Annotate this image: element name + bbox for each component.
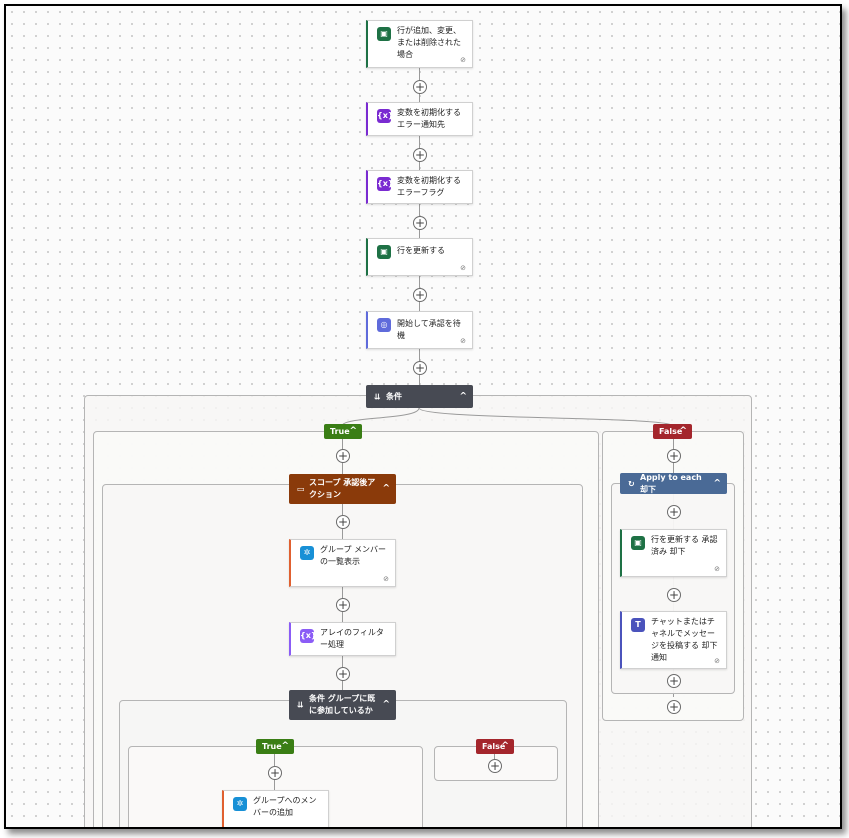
step-title: 変数を初期化する エラーフラグ	[397, 176, 461, 197]
post-message-rejection-card[interactable]: T チャットまたはチャネルでメッセージを投稿する 却下通知 ⊘	[620, 611, 727, 669]
inner-true-branch-badge[interactable]: True ^	[256, 739, 294, 754]
condition-icon: ⇊	[297, 700, 304, 710]
excel-icon: ▣	[631, 536, 645, 550]
step-title: 行を更新する 承認済み 却下	[651, 535, 718, 556]
approval-icon: ◎	[377, 318, 391, 332]
false-branch-badge[interactable]: False ^	[653, 424, 692, 439]
loop-icon: ↻	[628, 479, 635, 488]
condition-title: 条件	[386, 391, 402, 401]
step-title: チャットまたはチャネルでメッセージを投稿する 却下通知	[651, 617, 718, 662]
add-step-icon[interactable]: +	[413, 148, 427, 162]
condition-group-title: 条件 グループに既に参加しているか	[309, 694, 376, 715]
chevron-up-icon[interactable]: ^	[501, 741, 509, 751]
init-variable-error-recipient-card[interactable]: {x} 変数を初期化する エラー通知先	[366, 102, 473, 136]
step-title: 行を更新する	[397, 246, 445, 255]
variable-icon: {x}	[377, 109, 394, 123]
add-step-icon[interactable]: +	[336, 667, 350, 681]
init-variable-error-flag-card[interactable]: {x} 変数を初期化する エラーフラグ	[366, 170, 473, 204]
list-group-members-card[interactable]: ✲ グループ メンバーの一覧表示 ⊘	[289, 539, 396, 587]
link-icon: ⊘	[460, 337, 466, 345]
update-row-rejected-card[interactable]: ▣ 行を更新する 承認済み 却下 ⊘	[620, 529, 727, 577]
link-icon: ⊘	[460, 264, 466, 272]
add-step-icon[interactable]: +	[413, 361, 427, 375]
add-step-icon[interactable]: +	[488, 759, 502, 773]
condition-header[interactable]: ⇊ 条件 ^	[366, 385, 473, 408]
add-step-icon[interactable]: +	[413, 80, 427, 94]
chevron-up-icon[interactable]: ^	[679, 426, 687, 436]
step-title: 開始して承認を待機	[397, 319, 461, 340]
add-step-icon[interactable]: +	[336, 449, 350, 463]
excel-icon: ▣	[377, 27, 391, 41]
apply-to-each-header[interactable]: ↻ Apply to each 却下 ^	[620, 473, 727, 494]
chevron-up-icon[interactable]: ^	[382, 483, 390, 494]
scope-title: スコープ 承認後アクション	[309, 478, 376, 499]
apply-to-each-title: Apply to each 却下	[640, 472, 702, 494]
scope-icon: ▭	[297, 484, 305, 494]
condition-group-header[interactable]: ⇊ 条件 グループに既に参加しているか ^	[289, 690, 396, 720]
chevron-up-icon[interactable]: ^	[382, 699, 390, 710]
step-title: アレイのフィルター処理	[320, 628, 384, 649]
true-label: True	[330, 427, 350, 436]
update-row-card[interactable]: ▣ 行を更新する ⊘	[366, 238, 473, 276]
step-title: 行が追加、変更、または削除された場合	[397, 26, 461, 59]
chevron-up-icon[interactable]: ^	[281, 741, 289, 751]
link-icon: ⊘	[714, 565, 720, 573]
chevron-up-icon[interactable]: ^	[349, 426, 357, 436]
add-group-member-card[interactable]: ✲ グループへのメンバーの追加	[222, 790, 329, 827]
variable-icon: {x}	[377, 177, 394, 191]
office365-groups-icon: ✲	[300, 546, 314, 560]
step-title: グループへのメンバーの追加	[253, 796, 317, 817]
link-icon: ⊘	[460, 56, 466, 64]
chevron-up-icon[interactable]: ^	[713, 478, 721, 488]
link-icon: ⊘	[383, 575, 389, 583]
false-label: False	[659, 427, 683, 436]
link-icon: ⊘	[714, 657, 720, 665]
add-step-icon[interactable]: +	[667, 674, 681, 688]
add-step-icon[interactable]: +	[268, 766, 282, 780]
step-title: 変数を初期化する エラー通知先	[397, 108, 461, 129]
true-branch-badge[interactable]: True ^	[324, 424, 362, 439]
step-title: グループ メンバーの一覧表示	[320, 545, 387, 566]
condition-icon: ⇊	[374, 392, 381, 401]
add-step-icon[interactable]: +	[667, 700, 681, 714]
filter-array-icon: {x}	[300, 629, 317, 643]
trigger-card-excel-row-changed[interactable]: ▣ 行が追加、変更、または削除された場合 ⊘	[366, 20, 473, 68]
add-step-icon[interactable]: +	[667, 449, 681, 463]
chevron-up-icon[interactable]: ^	[459, 391, 467, 401]
add-step-icon[interactable]: +	[336, 515, 350, 529]
true-label: True	[262, 742, 282, 751]
scope-header[interactable]: ▭ スコープ 承認後アクション ^	[289, 474, 396, 504]
add-step-icon[interactable]: +	[336, 598, 350, 612]
teams-icon: T	[631, 618, 645, 632]
office365-groups-icon: ✲	[233, 797, 247, 811]
add-step-icon[interactable]: +	[413, 288, 427, 302]
flow-designer-canvas: ▣ 行が追加、変更、または削除された場合 ⊘ + {x} 変数を初期化する エラ…	[4, 4, 842, 829]
false-label: False	[482, 742, 506, 751]
add-step-icon[interactable]: +	[667, 588, 681, 602]
start-and-wait-approval-card[interactable]: ◎ 開始して承認を待機 ⊘	[366, 311, 473, 349]
connector-line	[494, 754, 495, 760]
excel-icon: ▣	[377, 245, 391, 259]
filter-array-card[interactable]: {x} アレイのフィルター処理	[289, 622, 396, 656]
add-step-icon[interactable]: +	[413, 216, 427, 230]
add-step-icon[interactable]: +	[667, 505, 681, 519]
inner-false-branch-badge[interactable]: False ^	[476, 739, 514, 754]
